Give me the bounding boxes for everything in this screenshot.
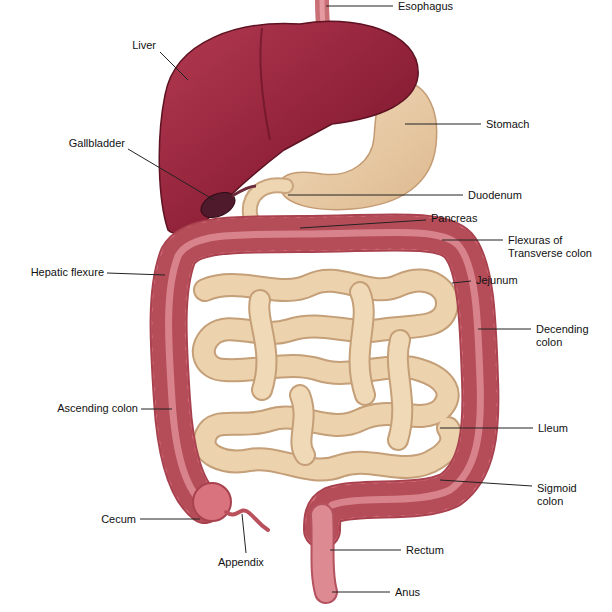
colon-haustra bbox=[169, 232, 481, 530]
leader-line bbox=[332, 592, 390, 593]
rectum-tube bbox=[322, 515, 326, 592]
organ-label: Lleum bbox=[538, 422, 568, 435]
leader-line bbox=[128, 149, 214, 200]
intestine-loop bbox=[259, 292, 402, 455]
organ-label: Cecum bbox=[101, 513, 136, 526]
colon-tube bbox=[169, 232, 481, 530]
leader-line bbox=[405, 124, 481, 125]
label-holder: Cecum bbox=[101, 513, 136, 526]
label-holder: Decending colon bbox=[536, 323, 598, 349]
liver-lobe-line bbox=[260, 28, 270, 140]
bile-duct bbox=[232, 186, 256, 196]
leader-line bbox=[288, 195, 463, 196]
leader-line bbox=[330, 550, 401, 551]
organ-label: Hepatic flexure bbox=[31, 266, 104, 279]
label-holder: Hepatic flexure bbox=[31, 266, 104, 279]
leader-line bbox=[442, 240, 503, 241]
organ-label: Flexuras of Transverse colon bbox=[508, 234, 606, 260]
label-holder: Esophagus bbox=[398, 0, 453, 13]
organ-label: Stomach bbox=[486, 118, 529, 131]
label-holder: Flexuras of Transverse colon bbox=[508, 234, 606, 260]
label-holder: Duodenum bbox=[468, 189, 522, 202]
label-holder: Liver bbox=[132, 39, 156, 52]
intestine-loop-outline bbox=[259, 292, 402, 455]
intestine-outline bbox=[204, 281, 452, 470]
organ-label: Sigmoid colon bbox=[537, 482, 599, 508]
leader-line bbox=[141, 409, 172, 410]
colon-highlight bbox=[169, 232, 481, 505]
organ-label: Liver bbox=[132, 39, 156, 52]
organ-label: Anus bbox=[395, 586, 420, 599]
label-holder: Sigmoid colon bbox=[537, 482, 599, 508]
organ-label: Gallbladder bbox=[69, 137, 125, 150]
label-holder: Jejunum bbox=[476, 274, 518, 287]
leader-line bbox=[160, 52, 188, 80]
label-holder: Anus bbox=[395, 586, 420, 599]
label-holder: Appendix bbox=[218, 556, 264, 569]
leader-line bbox=[300, 220, 426, 228]
organ-label: Pancreas bbox=[431, 212, 477, 225]
organ-label: Duodenum bbox=[468, 189, 522, 202]
intestine-tube bbox=[204, 281, 452, 470]
leader-line bbox=[452, 281, 471, 283]
leader-line bbox=[107, 273, 165, 275]
liver-shape bbox=[159, 21, 418, 233]
leader-line bbox=[326, 6, 393, 7]
organ-label: Jejunum bbox=[476, 274, 518, 287]
label-holder: Gallbladder bbox=[69, 137, 125, 150]
leader-lines bbox=[107, 6, 533, 592]
organ-label: Rectum bbox=[406, 544, 444, 557]
leader-line bbox=[440, 428, 533, 429]
colon-outline bbox=[169, 232, 481, 530]
leader-line bbox=[478, 329, 531, 330]
label-holder: Pancreas bbox=[431, 212, 477, 225]
label-holder: Lleum bbox=[538, 422, 568, 435]
organ-label: Ascending colon bbox=[57, 402, 138, 415]
organ-label: Appendix bbox=[218, 556, 264, 569]
cecum-shape bbox=[193, 483, 231, 521]
leader-line bbox=[140, 519, 200, 520]
appendix-shape bbox=[226, 510, 268, 530]
small-intestine bbox=[204, 281, 452, 470]
label-holder: Stomach bbox=[486, 118, 529, 131]
leader-line bbox=[440, 480, 532, 486]
large-intestine bbox=[169, 232, 481, 530]
label-holder: Rectum bbox=[406, 544, 444, 557]
rectum-outline bbox=[322, 515, 326, 592]
organ-label: Esophagus bbox=[398, 0, 453, 13]
organ-label: Decending colon bbox=[536, 323, 598, 349]
leader-line bbox=[242, 514, 246, 553]
label-holder: Ascending colon bbox=[57, 402, 138, 415]
